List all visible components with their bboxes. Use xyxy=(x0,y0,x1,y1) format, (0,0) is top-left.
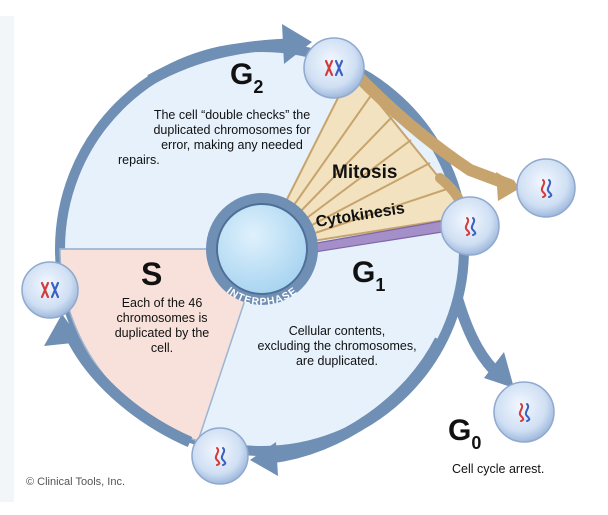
cycle-arrowhead-bottom xyxy=(250,442,278,476)
cell-after-cytokinesis-icon xyxy=(440,196,500,256)
chromosome-icon xyxy=(40,281,50,299)
g1-description-line: are duplicated. xyxy=(295,354,378,368)
interphase-hub xyxy=(216,203,308,295)
g2-label: G2 xyxy=(230,58,264,97)
g2-description-line: duplicated chromosomes for xyxy=(153,123,311,137)
g2-description: The cell “double checks” the duplicated … xyxy=(116,108,348,168)
g1-label-letter: G xyxy=(352,256,376,289)
cell-daughter-right-icon xyxy=(516,158,576,218)
s-description-line: Each of the 46 xyxy=(121,296,203,310)
s-description: Each of the 46 chromosomes is duplicated… xyxy=(92,296,232,356)
chromosome-icon xyxy=(214,447,221,466)
s-label: S xyxy=(141,258,162,290)
g2-description-line: error, making any needed xyxy=(161,138,303,152)
cycle-arrowhead-left xyxy=(44,314,82,346)
g2-label-letter: G xyxy=(230,58,254,91)
s-description-line: cell. xyxy=(150,341,174,355)
chromosome-icon xyxy=(334,59,344,77)
g2-label-sub: 2 xyxy=(253,77,264,97)
cycle-arrow-left xyxy=(62,327,193,448)
g1-label: G1 xyxy=(352,256,386,295)
copyright-notice: © Clinical Tools, Inc. xyxy=(26,476,125,488)
mitosis-arrow-to-daughter-cells xyxy=(346,64,516,191)
chromosome-icon xyxy=(540,179,547,198)
chromosome-icon xyxy=(464,217,471,236)
chromosome-icon xyxy=(50,281,60,299)
s-label-letter: S xyxy=(141,256,163,292)
chromosome-icon xyxy=(324,59,334,77)
cell-g0-icon xyxy=(493,381,555,443)
s-description-line: chromosomes is xyxy=(116,311,208,325)
g0-label-letter: G xyxy=(448,414,472,447)
left-border-strip xyxy=(0,16,14,502)
g1-description-line: Cellular contents, xyxy=(288,324,386,338)
cycle-arrow-bottom xyxy=(269,337,445,464)
s-description-line: duplicated by the xyxy=(114,326,210,340)
g0-exit-arrow xyxy=(452,298,504,381)
chromosome-icon xyxy=(524,403,531,422)
chromosome-icon xyxy=(546,179,553,198)
cycle-arrow-top xyxy=(147,38,301,85)
g2-description-line: repairs. xyxy=(118,153,160,167)
g0-label: G0 xyxy=(448,414,482,453)
g1-description: Cellular contents, excluding the chromos… xyxy=(230,324,444,369)
chromosome-icon xyxy=(518,403,525,422)
g2-description-line: The cell “double checks” the xyxy=(153,108,311,122)
cycle-arrowhead-top xyxy=(282,24,312,64)
cell-s-left-icon xyxy=(21,261,79,319)
g1-description-line: excluding the chromosomes, xyxy=(257,339,417,353)
chromosome-icon xyxy=(220,447,227,466)
g0-label-sub: 0 xyxy=(471,433,482,453)
g0-description: Cell cycle arrest. xyxy=(452,462,545,476)
chromosome-icon xyxy=(470,217,477,236)
mitosis-fan xyxy=(260,68,472,251)
cells-group xyxy=(21,37,576,485)
mitosis-arrowhead-right xyxy=(496,172,522,201)
mitosis-label: Mitosis xyxy=(332,162,398,183)
cell-g2-top-icon xyxy=(303,37,365,99)
g1-label-sub: 1 xyxy=(375,275,386,295)
cell-bottom-icon xyxy=(191,427,249,485)
g0-arrowhead xyxy=(484,352,514,388)
